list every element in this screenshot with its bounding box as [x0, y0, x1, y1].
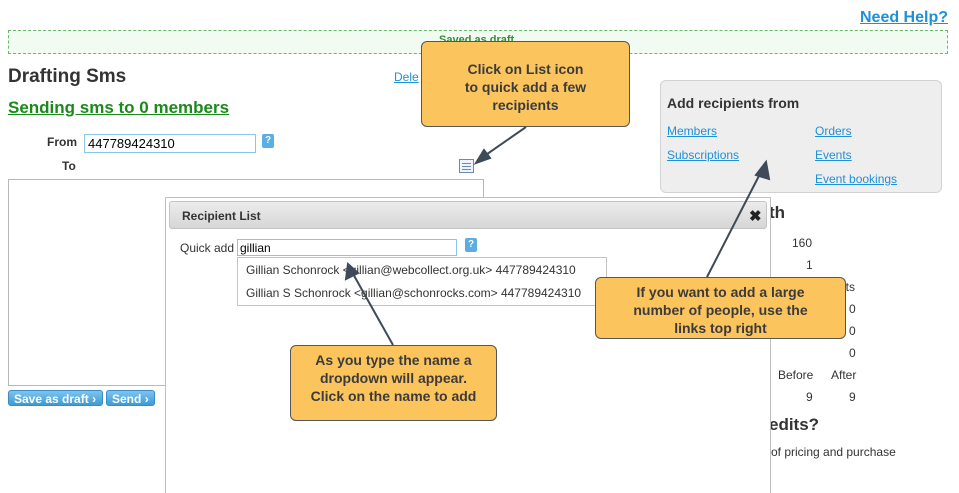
modal-header: Recipient List ✖: [169, 201, 767, 229]
callout-line: recipients: [492, 97, 559, 113]
callout-line: links top right: [674, 320, 767, 336]
from-input[interactable]: [84, 134, 256, 153]
callout-typing: As you type the name a dropdown will app…: [290, 345, 497, 421]
after-label: After: [831, 368, 857, 382]
after-value: 9: [849, 390, 856, 404]
callout-line: As you type the name a: [315, 352, 472, 368]
help-icon[interactable]: ?: [262, 134, 274, 148]
credits-heading: th: [769, 203, 786, 222]
before-label: Before: [778, 368, 814, 382]
callout-line: number of people, use the: [633, 302, 808, 318]
callout-line: Click on the name to add: [310, 388, 477, 404]
subscriptions-link[interactable]: Subscriptions: [667, 148, 740, 162]
callout-line: If you want to add a large: [636, 284, 805, 300]
callout-large-number: If you want to add a large number of peo…: [595, 277, 846, 339]
callout-line: Click on List icon: [467, 61, 584, 77]
delete-link[interactable]: Dele: [394, 70, 419, 84]
modal-title: Recipient List: [182, 209, 261, 223]
chevron-right-icon: ›: [92, 392, 97, 406]
quick-add-label: Quick add: [180, 241, 235, 255]
add-recipients-panel: Add recipients from Members Orders Subsc…: [660, 80, 942, 193]
add-recipients-title: Add recipients from: [667, 95, 800, 111]
callout-line: to quick add a few: [464, 79, 587, 95]
autocomplete-dropdown: Gillian Schonrock <gillian@webcollect.or…: [237, 257, 607, 306]
help-icon[interactable]: ?: [465, 238, 477, 252]
callout-line: dropdown will appear.: [319, 370, 467, 386]
from-label: From: [47, 135, 77, 149]
orders-link[interactable]: Orders: [815, 124, 852, 138]
quick-add-input[interactable]: [237, 239, 457, 256]
callout-list-icon: Click on List icon to quick add a few re…: [421, 41, 630, 127]
pricing-text: of pricing and purchase: [771, 445, 896, 459]
save-draft-label: Save as draft: [14, 392, 89, 406]
credits-value: 0: [849, 302, 856, 316]
buy-credits-heading: edits?: [769, 415, 820, 434]
credits-value: 1: [806, 258, 813, 272]
event-bookings-link[interactable]: Event bookings: [815, 172, 898, 186]
dropdown-item[interactable]: Gillian Schonrock <gillian@webcollect.or…: [246, 263, 576, 277]
dropdown-item[interactable]: Gillian S Schonrock <gillian@schonrocks.…: [246, 286, 582, 300]
need-help-link[interactable]: Need Help?: [859, 9, 948, 26]
page-title: Drafting Sms: [8, 66, 127, 87]
before-value: 9: [806, 390, 813, 404]
close-icon[interactable]: ✖: [749, 208, 762, 225]
send-label: Send: [112, 392, 142, 406]
send-button[interactable]: Send ›: [106, 390, 155, 406]
members-link[interactable]: Members: [667, 124, 718, 138]
list-icon[interactable]: [459, 159, 474, 173]
credits-value: 160: [792, 236, 813, 250]
chevron-right-icon: ›: [144, 392, 149, 406]
to-label: To: [62, 159, 76, 173]
credits-label: its: [843, 280, 855, 294]
sending-title[interactable]: Sending sms to 0 members: [8, 98, 230, 117]
arrow-line: [479, 126, 527, 160]
arrow-head: [473, 148, 492, 165]
credits-value: 0: [849, 346, 856, 360]
save-draft-button[interactable]: Save as draft ›: [8, 390, 103, 406]
credits-value: 0: [849, 324, 856, 338]
events-link[interactable]: Events: [815, 148, 852, 162]
